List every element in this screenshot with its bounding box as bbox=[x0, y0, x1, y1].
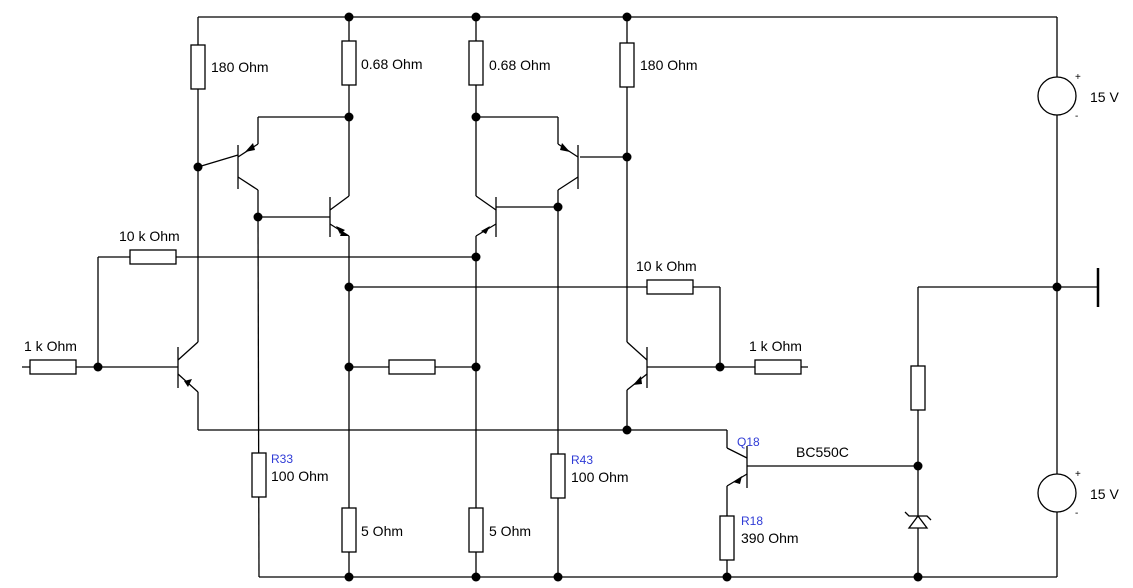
resistor-10k-left bbox=[129, 249, 177, 265]
resistor-1k-right bbox=[754, 359, 802, 375]
resistor-1k-left bbox=[29, 359, 77, 375]
label-r-top-mid-left: 0.68 Ohm bbox=[361, 56, 422, 72]
junctions bbox=[93, 12, 1062, 582]
transistor-upper-left bbox=[237, 143, 259, 191]
label-v-bottom: 15 V bbox=[1090, 486, 1119, 502]
resistor-r18 bbox=[719, 515, 735, 561]
label-r43-val: 100 Ohm bbox=[571, 469, 629, 485]
minus-sign-bottom: - bbox=[1075, 508, 1078, 519]
resistor-zener-bias bbox=[910, 365, 926, 411]
label-r33-val: 100 Ohm bbox=[271, 468, 329, 484]
label-r-in-left: 1 k Ohm bbox=[24, 338, 77, 354]
label-r-bot-right: 5 Ohm bbox=[489, 523, 531, 539]
resistors bbox=[29, 40, 926, 561]
label-q18-part: BC550C bbox=[796, 444, 849, 460]
resistor-068-left bbox=[341, 40, 357, 86]
label-r-fb-left: 10 k Ohm bbox=[119, 228, 180, 244]
resistor-middle bbox=[388, 359, 436, 375]
voltage-source-top: + - bbox=[1037, 72, 1081, 122]
transistor-input-right bbox=[626, 341, 648, 391]
resistor-r33 bbox=[251, 452, 267, 498]
transistor-q18 bbox=[726, 446, 748, 488]
label-r-top-mid-right: 0.68 Ohm bbox=[489, 57, 550, 73]
plus-sign-bottom: + bbox=[1075, 469, 1081, 480]
resistor-5-left bbox=[341, 507, 357, 553]
transistors bbox=[177, 143, 748, 488]
label-q18-ref: Q18 bbox=[737, 435, 760, 449]
component-labels: 180 Ohm 0.68 Ohm 0.68 Ohm 180 Ohm 10 k O… bbox=[24, 56, 1119, 546]
transistor-driver-left bbox=[329, 195, 350, 237]
transistor-upper-right bbox=[557, 143, 579, 191]
minus-sign-top: - bbox=[1075, 111, 1078, 122]
label-r-top-left: 180 Ohm bbox=[211, 59, 269, 75]
resistor-10k-right bbox=[646, 279, 694, 295]
transistor-input-left bbox=[177, 341, 199, 393]
label-r18-val: 390 Ohm bbox=[741, 530, 799, 546]
label-r-fb-right: 10 k Ohm bbox=[636, 258, 697, 274]
label-r18-ref: R18 bbox=[741, 514, 763, 528]
label-v-top: 15 V bbox=[1090, 89, 1119, 105]
transistor-driver-right bbox=[475, 195, 497, 237]
label-r-top-right: 180 Ohm bbox=[640, 57, 698, 73]
label-r33-ref: R33 bbox=[271, 452, 293, 466]
voltage-source-bottom: + - bbox=[1037, 469, 1081, 519]
resistor-180-right bbox=[619, 42, 635, 88]
plus-sign-top: + bbox=[1075, 72, 1081, 83]
resistor-068-right bbox=[468, 40, 484, 86]
resistor-5-right bbox=[468, 507, 484, 553]
label-r-in-right: 1 k Ohm bbox=[749, 338, 802, 354]
resistor-180-left bbox=[190, 44, 206, 90]
zener-diode bbox=[904, 511, 932, 529]
label-r-bot-left: 5 Ohm bbox=[361, 523, 403, 539]
resistor-r43 bbox=[550, 453, 566, 499]
label-r43-ref: R43 bbox=[571, 453, 593, 467]
